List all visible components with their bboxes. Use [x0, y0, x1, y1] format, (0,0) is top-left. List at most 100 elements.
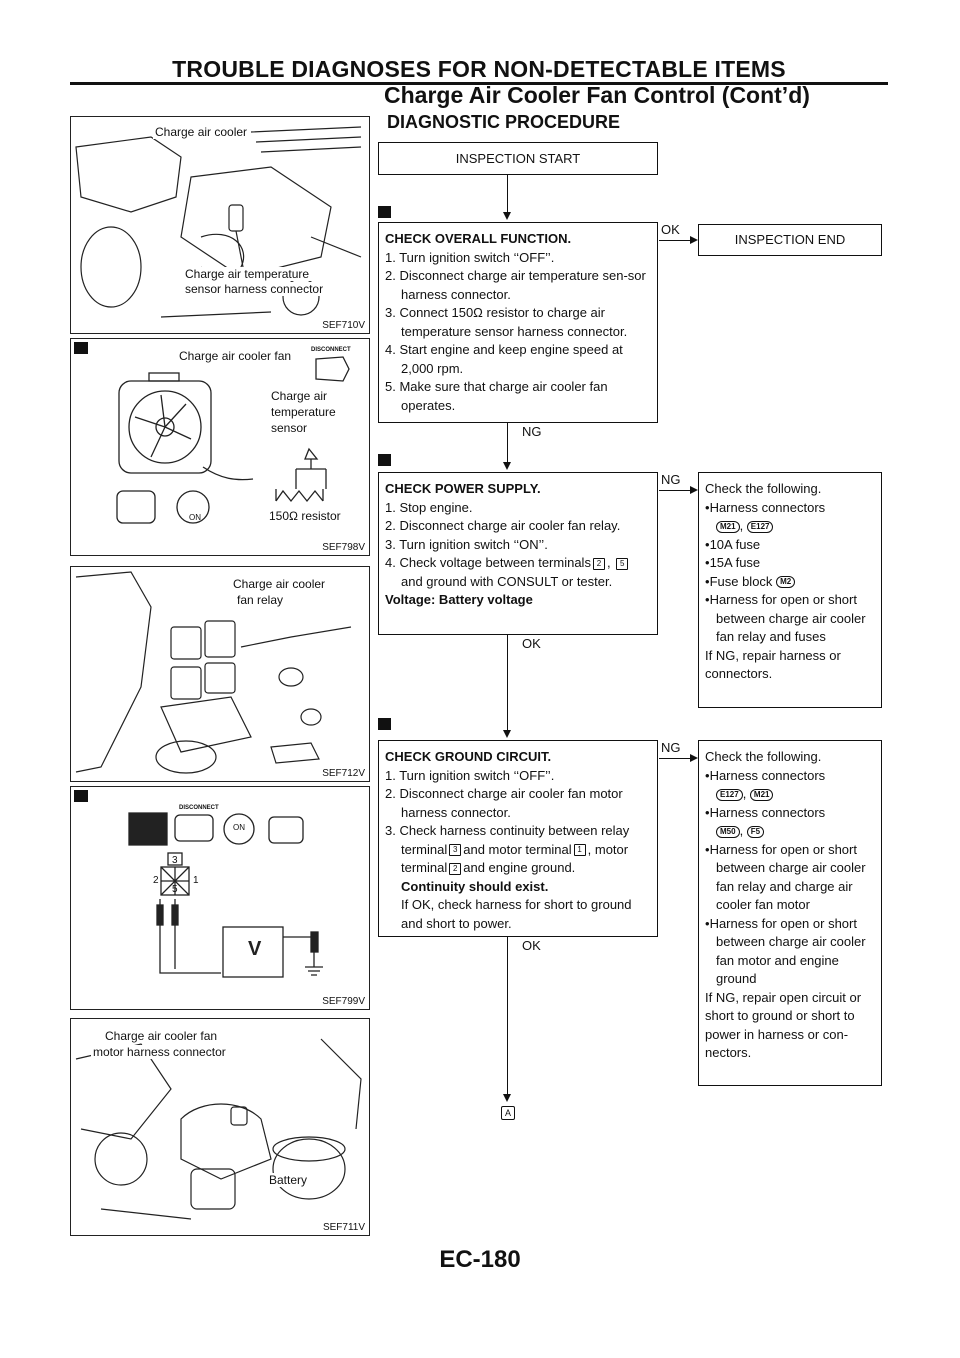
- step-b-note: Voltage: Battery voltage: [385, 591, 651, 610]
- disconnect-label: DISCONNECT: [309, 347, 353, 353]
- result-b-bullet: •15A fuse: [705, 554, 875, 573]
- figure-charge-air-cooler-fan: Charge air cooler fan DISCONNECT Charge …: [70, 338, 370, 556]
- step-b-step4-text: 4. Check voltage between terminals: [385, 555, 591, 570]
- connector-e127-tag: E127: [716, 789, 743, 801]
- flow-connector: [507, 423, 508, 465]
- step-c-item: 1. Turn ignition switch ‘‘OFF’’.: [385, 767, 651, 786]
- step-b-heading: CHECK POWER SUPPLY.: [385, 480, 651, 499]
- figure-caption: Charge air cooler fan: [103, 1029, 219, 1043]
- terminal-5-symbol: 5: [616, 558, 628, 570]
- terminal-3-symbol: 3: [449, 844, 461, 856]
- connector-m2-tag: M2: [776, 576, 795, 588]
- connector-tags: M21, E127: [705, 517, 875, 536]
- result-b-bullet: •Harness for open or short between charg…: [705, 591, 875, 647]
- figure-caption: motor harness connector: [91, 1045, 228, 1059]
- flow-arrow: [690, 236, 698, 244]
- flow-connector: [507, 937, 508, 1097]
- connector-tags: M50, F5: [705, 822, 875, 841]
- step-c-step3-text: and engine ground.: [463, 860, 575, 875]
- terminal-1-symbol: 1: [574, 844, 586, 856]
- figure-power-supply-check: V T.S. DISCONNECT ON 3 2 1 5 SEF799V: [70, 786, 370, 1010]
- result-b-bullet: •Fuse block M2: [705, 573, 875, 592]
- result-b-outro: If NG, repair harness or connectors.: [705, 647, 875, 684]
- terminal-2-label: 2: [151, 875, 161, 886]
- step-b-step4-text: and ground with CONSULT or tester.: [401, 574, 612, 589]
- result-b-bullet: •10A fuse: [705, 536, 875, 555]
- figure-id: SEF711V: [323, 1222, 365, 1233]
- figure-fan-relay: Charge air cooler fan relay SEF712V: [70, 566, 370, 782]
- figure-id: SEF710V: [322, 320, 365, 331]
- figure-charge-air-cooler: Charge air cooler Charge air temperature…: [70, 116, 370, 334]
- connector-m50-tag: M50: [716, 826, 740, 838]
- step-c-item-3: 3. Check harness continuity between rela…: [385, 822, 651, 878]
- step-a-badge: [378, 206, 391, 218]
- step-c-heading: CHECK GROUND CIRCUIT.: [385, 748, 651, 767]
- figure-caption: Charge air: [269, 389, 329, 403]
- step-c-step3-text: and motor terminal: [463, 842, 571, 857]
- step-c-note: Continuity should exist.: [385, 878, 651, 897]
- step-b-item: 3. Turn ignition switch ‘‘ON’’.: [385, 536, 651, 555]
- battery-caption: Battery: [267, 1173, 309, 1187]
- figure-id: SEF799V: [322, 996, 365, 1007]
- result-c-outro: If NG, repair open circuit or short to g…: [705, 989, 875, 1063]
- step-a-item: 5. Make sure that charge air cooler fan …: [385, 378, 651, 415]
- procedure-title: DIAGNOSTIC PROCEDURE: [387, 112, 620, 133]
- step-a-box: CHECK OVERALL FUNCTION. 1. Turn ignition…: [378, 222, 658, 423]
- resistor-caption: 150Ω resistor: [267, 509, 343, 523]
- step-b-item: 1. Stop engine.: [385, 499, 651, 518]
- step-c-box: CHECK GROUND CIRCUIT. 1. Turn ignition s…: [378, 740, 658, 937]
- engine-bay-illustration: [71, 117, 369, 333]
- ignition-on-label: ON: [231, 823, 247, 832]
- terminal-1-label: 1: [191, 875, 201, 886]
- voltmeter-check-illustration: V: [71, 787, 369, 1009]
- step-c-extra: If OK, check harness for short to ground…: [385, 896, 651, 933]
- relay-location-illustration: [71, 567, 369, 781]
- figure-caption: Charge air temperature: [183, 267, 311, 281]
- figure-id: SEF712V: [322, 768, 365, 779]
- figure-caption: Charge air cooler: [231, 577, 327, 591]
- ng-label: NG: [522, 424, 542, 439]
- section-title: TROUBLE DIAGNOSES FOR NON-DETECTABLE ITE…: [70, 56, 888, 83]
- step-b-item-4: 4. Check voltage between terminals2, 5an…: [385, 554, 651, 591]
- step-b-badge: [378, 454, 391, 466]
- ok-label: OK: [522, 636, 541, 651]
- step-c-badge: [378, 718, 391, 730]
- flow-connector: [659, 758, 694, 759]
- ok-label: OK: [522, 938, 541, 953]
- connector-m21-tag: M21: [750, 789, 774, 801]
- inspection-end-box: INSPECTION END: [698, 224, 882, 256]
- result-b-intro: Check the following.: [705, 480, 875, 499]
- figure-caption: temperature: [269, 405, 338, 419]
- step-a-item: 4. Start engine and keep engine speed at…: [385, 341, 651, 378]
- connector-e127-tag: E127: [747, 521, 774, 533]
- terminal-2-symbol: 2: [449, 863, 461, 875]
- flow-connector: [507, 635, 508, 734]
- figure-caption: Charge air cooler: [153, 125, 249, 139]
- flow-arrow: [690, 486, 698, 494]
- step-a-item: 2. Disconnect charge air temperature sen…: [385, 267, 651, 304]
- step-c-item: 2. Disconnect charge air cooler fan moto…: [385, 785, 651, 822]
- connector-m21-tag: M21: [716, 521, 740, 533]
- continue-to-a-marker: A: [501, 1106, 515, 1120]
- figure-caption: Charge air cooler fan: [177, 349, 293, 363]
- result-c-bullet: •Harness for open or short between charg…: [705, 841, 875, 915]
- voltmeter-v-label: V: [248, 938, 262, 960]
- terminal-5-label: 5: [170, 884, 180, 895]
- flow-arrow: [503, 462, 511, 470]
- terminal-3-label: 3: [170, 855, 180, 866]
- figure-caption: sensor: [269, 421, 309, 435]
- result-c-bullet: •Harness for open or short between charg…: [705, 915, 875, 989]
- result-c-bullet: •Harness connectors: [705, 767, 875, 786]
- flow-arrow: [503, 730, 511, 738]
- flow-arrow: [503, 212, 511, 220]
- step-a-item: 1. Turn ignition switch ‘‘OFF’’.: [385, 249, 651, 268]
- figure-fan-motor-connector: Charge air cooler fan motor harness conn…: [70, 1018, 370, 1236]
- step-a-item: 3. Connect 150Ω resistor to charge air t…: [385, 304, 651, 341]
- flow-connector: [659, 240, 694, 241]
- connector-tags: E127, M21: [705, 785, 875, 804]
- figure-caption: sensor harness connector: [183, 282, 325, 296]
- terminal-2-symbol: 2: [593, 558, 605, 570]
- flow-arrow: [503, 1094, 511, 1102]
- ng-label: NG: [661, 472, 681, 487]
- ok-label: OK: [661, 222, 680, 237]
